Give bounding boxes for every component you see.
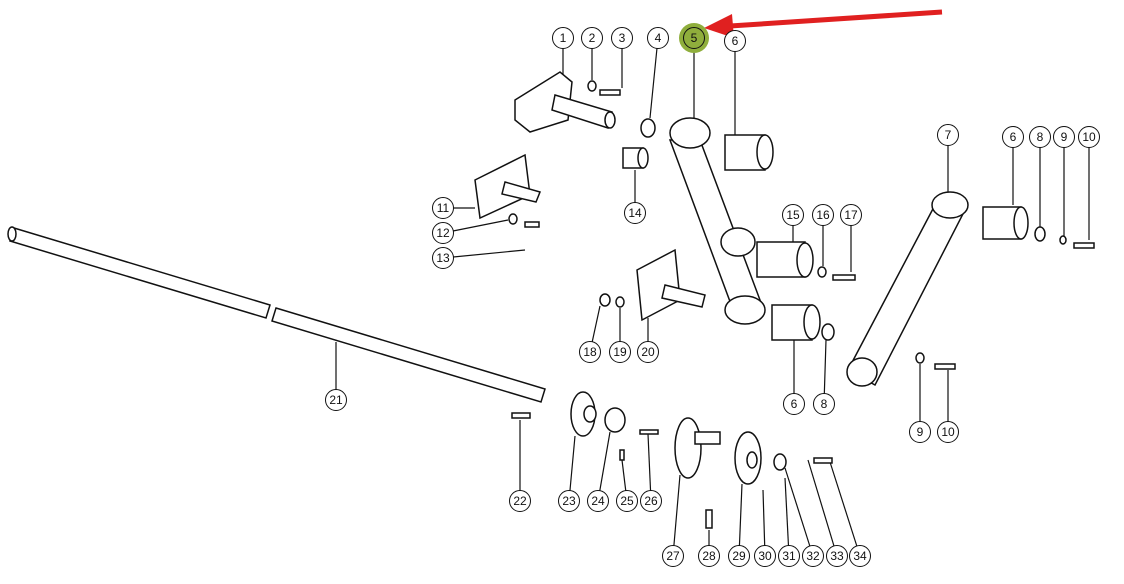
part-callout-8[interactable]: 8 bbox=[813, 393, 835, 415]
part-callout-12[interactable]: 12 bbox=[432, 222, 454, 244]
part-callout-29[interactable]: 29 bbox=[728, 545, 750, 567]
part-callout-5[interactable]: 5 bbox=[683, 27, 705, 49]
part-callout-18[interactable]: 18 bbox=[579, 341, 601, 363]
part-callout-6[interactable]: 6 bbox=[783, 393, 805, 415]
part-callout-6[interactable]: 6 bbox=[724, 30, 746, 52]
nut-part-18 bbox=[599, 293, 611, 307]
bushing-part-6b bbox=[771, 304, 821, 341]
plate-part-20 bbox=[636, 248, 681, 322]
leader-line bbox=[829, 461, 861, 557]
part-callout-19[interactable]: 19 bbox=[609, 341, 631, 363]
bushing-part-6 bbox=[724, 134, 774, 171]
collar-part-24 bbox=[604, 407, 626, 433]
part-callout-25[interactable]: 25 bbox=[616, 490, 638, 512]
bushing-part-15 bbox=[756, 241, 814, 278]
part-callout-2[interactable]: 2 bbox=[581, 27, 603, 49]
part-callout-34[interactable]: 34 bbox=[849, 545, 871, 567]
leader-line bbox=[784, 477, 790, 557]
part-callout-6[interactable]: 6 bbox=[1002, 126, 1024, 148]
ring-part-32 bbox=[773, 453, 787, 471]
parts bbox=[7, 71, 1095, 529]
part-callout-1[interactable]: 1 bbox=[552, 27, 574, 49]
part-callout-16[interactable]: 16 bbox=[812, 204, 834, 226]
ring-part-4 bbox=[640, 118, 656, 138]
part-callout-10[interactable]: 10 bbox=[1078, 126, 1100, 148]
leader-line bbox=[784, 467, 814, 557]
part-callout-11[interactable]: 11 bbox=[432, 197, 454, 219]
part-callout-32[interactable]: 32 bbox=[802, 545, 824, 567]
pin-part-25 bbox=[619, 449, 625, 461]
part-callout-22[interactable]: 22 bbox=[509, 490, 531, 512]
shaft-part-21 bbox=[7, 226, 546, 403]
part-callout-9[interactable]: 9 bbox=[909, 421, 931, 443]
bolts bbox=[511, 89, 1095, 529]
part-callout-7[interactable]: 7 bbox=[937, 124, 959, 146]
part-callout-30[interactable]: 30 bbox=[754, 545, 776, 567]
part-callout-17[interactable]: 17 bbox=[840, 204, 862, 226]
bushing-part-6c bbox=[982, 206, 1029, 240]
arm-part-7 bbox=[846, 191, 969, 387]
part-callout-33[interactable]: 33 bbox=[826, 545, 848, 567]
leader-line bbox=[672, 474, 681, 557]
washer-part-2 bbox=[587, 80, 597, 92]
part-callout-26[interactable]: 26 bbox=[640, 490, 662, 512]
part-callout-31[interactable]: 31 bbox=[778, 545, 800, 567]
pin-part-26 bbox=[639, 429, 659, 435]
leader-line bbox=[807, 459, 838, 557]
stub-part-11 bbox=[501, 181, 542, 203]
part-callout-20[interactable]: 20 bbox=[637, 341, 659, 363]
part-callout-4[interactable]: 4 bbox=[647, 27, 669, 49]
part-callout-13[interactable]: 13 bbox=[432, 247, 454, 269]
flange-part-23 bbox=[570, 391, 597, 437]
arm-part-5 bbox=[668, 117, 766, 325]
washer-part-8 bbox=[821, 323, 835, 341]
bushing-part-14 bbox=[622, 147, 649, 169]
part-callout-9[interactable]: 9 bbox=[1053, 126, 1075, 148]
leader-line bbox=[442, 249, 526, 259]
part-callout-15[interactable]: 15 bbox=[782, 204, 804, 226]
part-callout-28[interactable]: 28 bbox=[698, 545, 720, 567]
leader-lines bbox=[335, 37, 1090, 557]
part-callout-14[interactable]: 14 bbox=[624, 202, 646, 224]
leader-line bbox=[738, 483, 743, 557]
flange-part-29 bbox=[734, 431, 762, 485]
hub-part-27 bbox=[674, 417, 721, 479]
part-callout-8[interactable]: 8 bbox=[1029, 126, 1051, 148]
leader-line bbox=[649, 37, 659, 119]
part-callout-21[interactable]: 21 bbox=[325, 389, 347, 411]
washer-part-9 bbox=[1059, 235, 1067, 245]
bracket-part-1 bbox=[514, 71, 616, 133]
washer-part-9b bbox=[915, 352, 925, 364]
leader-line bbox=[597, 431, 611, 502]
stub-part-20 bbox=[661, 284, 706, 308]
washer-part-16 bbox=[817, 266, 827, 278]
leader-line bbox=[647, 433, 652, 502]
washer-part-19 bbox=[615, 296, 625, 308]
washer-part-8b bbox=[1034, 226, 1046, 242]
washer-part-12 bbox=[508, 213, 518, 225]
part-callout-23[interactable]: 23 bbox=[558, 490, 580, 512]
part-callout-3[interactable]: 3 bbox=[611, 27, 633, 49]
part-callout-24[interactable]: 24 bbox=[587, 490, 609, 512]
part-callout-10[interactable]: 10 bbox=[937, 421, 959, 443]
part-callout-27[interactable]: 27 bbox=[662, 545, 684, 567]
